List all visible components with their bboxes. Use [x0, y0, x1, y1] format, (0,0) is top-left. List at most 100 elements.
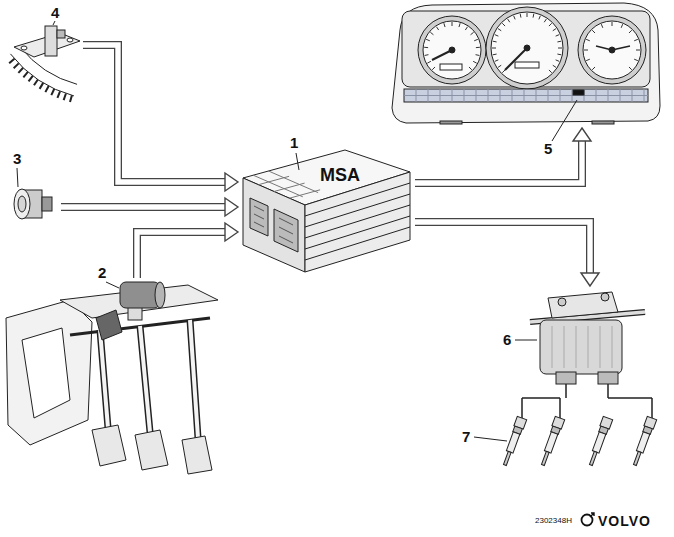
instrument-cluster-art-part: [583, 21, 641, 79]
gauge-tick: [533, 14, 535, 18]
gauge-tick: [520, 14, 522, 18]
glow-plugs-art-part-part: [544, 432, 557, 453]
gauge-tick: [556, 35, 560, 37]
control-module-art-part: [243, 178, 305, 272]
control-module-art-part: [305, 183, 410, 260]
gauge-tick: [584, 50, 588, 51]
logo-mark: [582, 513, 595, 526]
leader-line: [474, 437, 507, 441]
arrow-outline: [83, 45, 225, 182]
glow-plugs-art-part-part: [589, 451, 597, 465]
ring-tooth: [40, 83, 44, 89]
ring-tooth: [34, 79, 38, 85]
instrument-cluster-art-part: [592, 121, 614, 124]
glow-relay: 6: [495, 286, 650, 386]
gauge-tick: [492, 48, 496, 49]
arrow-body: [83, 45, 225, 182]
instrument-cluster-art-part: [491, 12, 563, 84]
gauge-tick: [592, 67, 595, 70]
gauge-tick: [586, 39, 590, 41]
instrument-cluster: 5: [388, 2, 662, 128]
lamp-cell: [404, 95, 648, 96]
gauge-tick: [629, 67, 632, 70]
ring-tooth: [51, 89, 54, 95]
ring-tooth: [29, 76, 33, 82]
instrument-cluster-art-part: [392, 3, 660, 123]
instrument-cluster-art-part: [609, 47, 615, 53]
gauge-tick: [465, 27, 467, 30]
gauge-tick: [427, 61, 431, 63]
instrument-cluster-art-part: [440, 121, 462, 124]
module-label: MSA: [320, 165, 360, 186]
relay-art-part: [548, 292, 618, 318]
callout-number: 1: [290, 134, 298, 151]
pedal-assembly-art-part: [100, 320, 198, 438]
gauge-tick: [556, 60, 560, 62]
pedal-assembly-art-part: [182, 436, 212, 474]
callout-number: 2: [98, 264, 106, 281]
gauge-tick: [474, 39, 478, 41]
gauge-tick: [424, 47, 428, 48]
gauge-tick: [473, 61, 477, 63]
gauge-tick: [557, 41, 561, 43]
instrument-cluster-art-part: [423, 21, 481, 79]
gauge-tick: [636, 50, 640, 51]
switch: 3: [5, 150, 61, 232]
arrow-outline: [415, 141, 582, 183]
toothed-ring: [9, 46, 77, 102]
gauge-tick: [476, 47, 480, 48]
glow-plugs-art-part-part: [633, 451, 641, 465]
relay-art: [515, 292, 645, 384]
gauge-tick: [444, 23, 445, 27]
instrument-cluster-art-part: [578, 16, 646, 84]
gauge-tick: [634, 39, 638, 41]
instrument-cluster-art-part: [449, 47, 455, 53]
arrow-head: [225, 223, 238, 241]
speed-sensor: 4: [5, 4, 83, 104]
glow-plugs-art-part-part: [541, 451, 549, 465]
gauge-tick: [612, 22, 613, 26]
glow-plugs-art: [474, 384, 657, 467]
signal-arrow: [61, 198, 238, 216]
gauge-tick: [544, 19, 546, 22]
ring-tooth: [9, 59, 14, 64]
gauge-tick: [469, 67, 472, 70]
relay-art-part: [601, 293, 609, 301]
signal-arrow: [415, 222, 599, 286]
glow-plugs-art-part-part: [503, 451, 511, 465]
gauge-tick: [459, 23, 460, 27]
ring-tooth: [64, 93, 66, 100]
switch-art-part: [14, 189, 30, 219]
arrow-body: [137, 232, 225, 278]
gauge-tick: [557, 54, 561, 56]
logo-mark-part: [590, 513, 594, 517]
control-module-art-part: [253, 171, 320, 198]
drawing-number: 2302348H: [535, 516, 572, 525]
instrument-cluster-art-part: [404, 89, 648, 102]
callout-number: 6: [503, 331, 511, 348]
instrument-cluster-art-part: [515, 62, 539, 68]
instrument-cluster-art-part: [524, 45, 530, 51]
leader-line: [106, 282, 119, 288]
gauge-tick: [498, 65, 501, 67]
instrument-cluster-art-part: [418, 16, 486, 84]
arrow-outline: [61, 203, 225, 211]
relay-art-part: [552, 326, 612, 368]
leader-line: [296, 153, 299, 170]
gauge-tick: [601, 24, 603, 28]
instrument-cluster-art-part: [486, 7, 568, 89]
control-module-art-part: [305, 172, 410, 272]
ring-tooth: [23, 72, 27, 77]
leader-line: [515, 340, 537, 341]
gauge-tick: [586, 59, 590, 61]
gauge-tick: [436, 27, 438, 30]
gauge-tick: [592, 30, 595, 33]
instrument-cluster-art-part: [440, 64, 462, 70]
glow-plugs-art-part: [522, 384, 652, 418]
gauge-tick: [493, 54, 497, 56]
glow-plugs-art-part-part: [592, 432, 605, 453]
glow-plugs-art-part-part: [636, 432, 649, 453]
leader-line: [552, 100, 577, 141]
gauge-tick: [553, 29, 556, 31]
